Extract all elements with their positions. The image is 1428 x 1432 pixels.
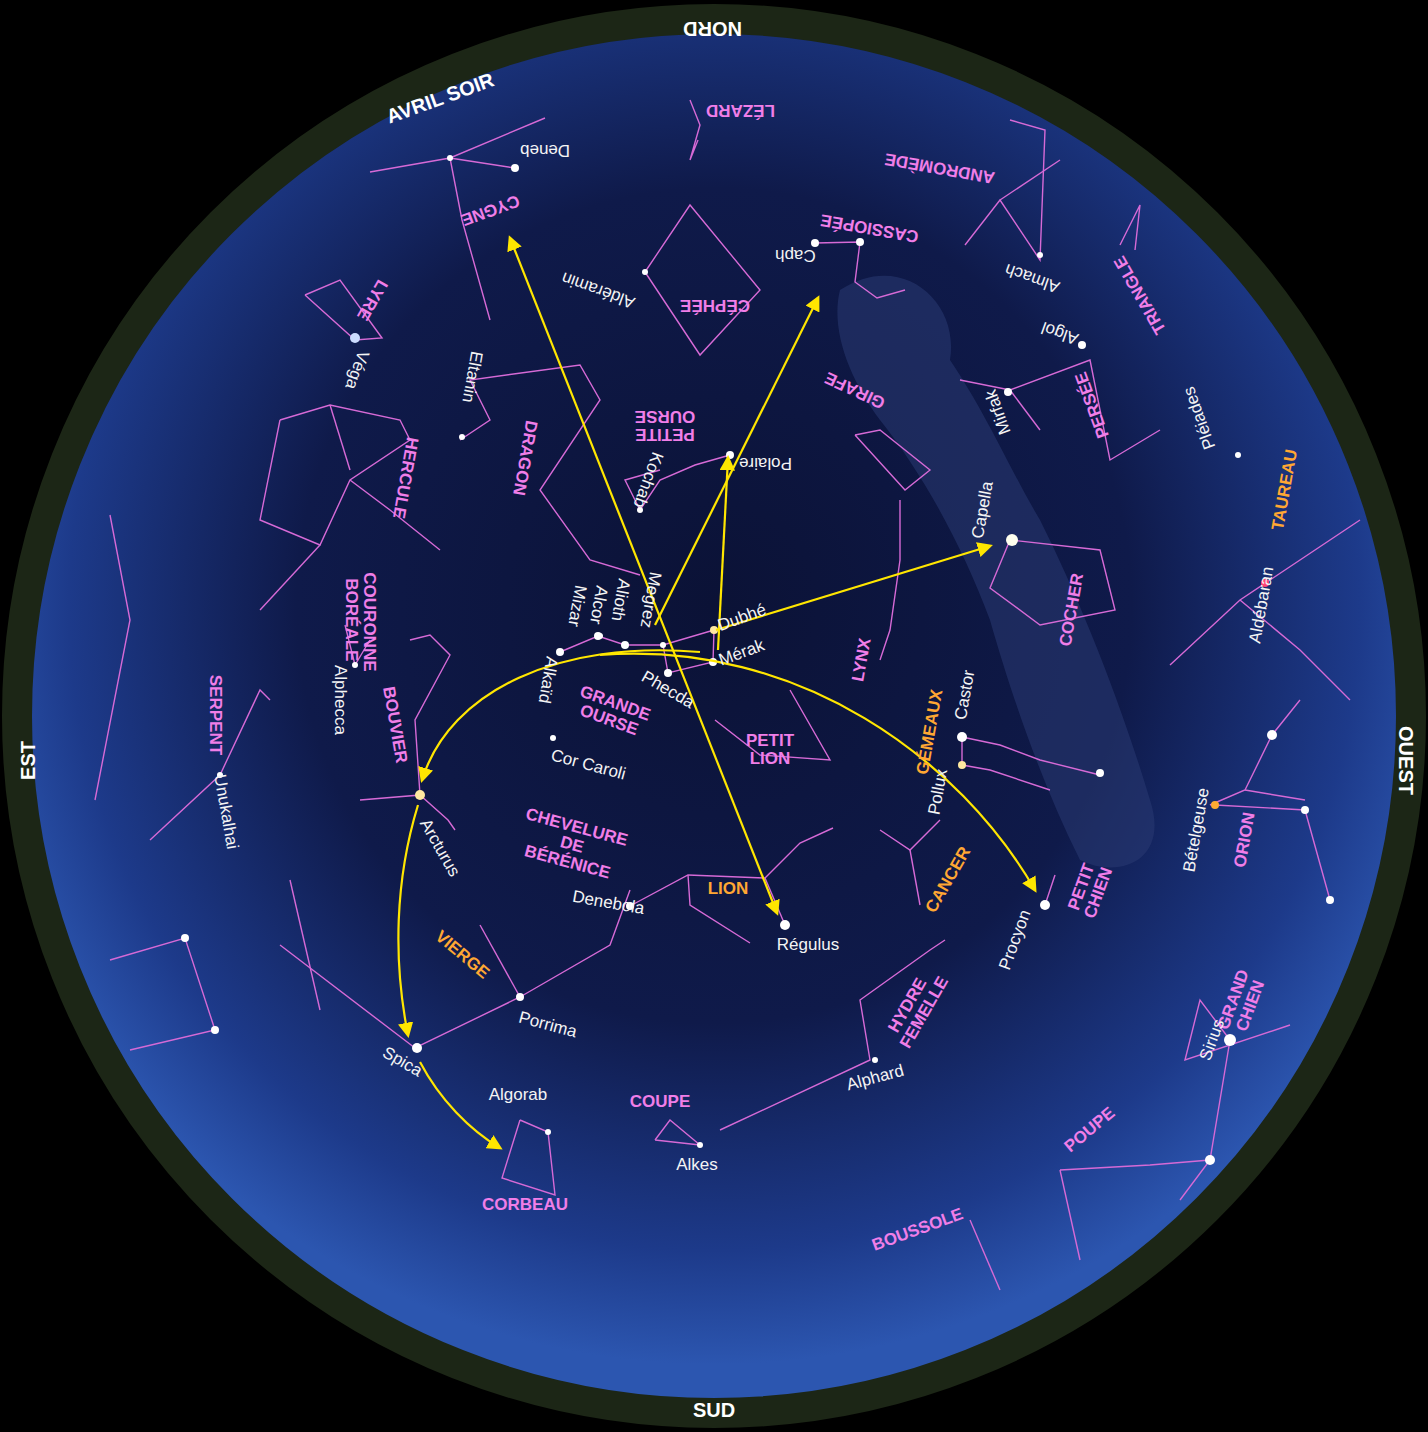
direction-label: SUD xyxy=(693,1400,735,1421)
star-name: Véga xyxy=(342,348,372,391)
star-name: Alcor xyxy=(586,584,610,625)
constellation-name: COURONNE BORÉALE xyxy=(342,573,378,668)
constellation-name: SERPENT xyxy=(206,675,224,755)
direction-label: EST xyxy=(18,741,39,780)
constellation-name: PETIT CHIEN xyxy=(1061,851,1118,929)
star-name: Mérak xyxy=(717,637,767,670)
pointer-arrows xyxy=(398,238,1035,1148)
constellation-name: DRAGON xyxy=(510,419,541,497)
constellation-name: GRANDE OURSE xyxy=(568,682,655,743)
star-name: Algorab xyxy=(489,1086,548,1104)
constellation-name: CYGNE xyxy=(459,191,522,228)
star-name: Régulus xyxy=(777,936,839,954)
constellation-name: COCHER xyxy=(1057,572,1087,648)
star-name: Castor xyxy=(952,669,978,721)
star-name: Alphecca xyxy=(331,665,349,735)
constellation-name: BOUSSOLE xyxy=(870,1205,966,1254)
star-name: Megrez xyxy=(636,571,663,630)
constellation-name: LION xyxy=(708,880,749,898)
constellation-name: TRIANGLE xyxy=(1111,253,1170,337)
constellation-name: POUPE xyxy=(1061,1104,1118,1156)
star-name: Cor Caroli xyxy=(549,746,628,783)
star-name: Alkaïd xyxy=(535,655,561,705)
horizon-ring xyxy=(17,19,1411,1413)
constellation-name: ANDROMÈDE xyxy=(884,150,997,187)
constellation-name: GÉMEAUX xyxy=(914,688,947,776)
star-name: Alioth xyxy=(608,578,633,623)
constellation-name: VIERGE xyxy=(432,928,493,983)
constellation-name: LYRE xyxy=(353,277,390,324)
stars xyxy=(181,155,1334,1165)
star-name: Spica xyxy=(379,1044,425,1081)
constellation-name: LYNX xyxy=(849,637,874,683)
star-name: Denebola xyxy=(571,888,646,918)
star-name: Capella xyxy=(969,480,997,540)
star-name: Bételgeuse xyxy=(1181,787,1213,874)
star-name: Polaire xyxy=(739,454,792,472)
constellation-name: COUPE xyxy=(630,1093,690,1111)
star-name: Aldébaran xyxy=(1246,565,1277,644)
direction-label: OUEST xyxy=(1395,726,1416,795)
star-name: Alkes xyxy=(676,1156,718,1174)
star-name: Dubhé xyxy=(715,601,768,635)
star-name: Aldéramin xyxy=(559,269,637,312)
star-name: Sirius xyxy=(1196,1017,1227,1063)
chart-title: AVRIL SOIR xyxy=(383,69,496,127)
constellation-name: PETIT LION xyxy=(740,732,800,768)
constellation-name: CORBEAU xyxy=(482,1196,568,1214)
star-name: Almach xyxy=(1002,260,1061,296)
constellation-name: HERCULE xyxy=(389,436,421,520)
constellation-name: CASSIOPÉE xyxy=(820,211,921,246)
star-name: Mizar xyxy=(565,584,590,628)
star-name: Unukalhai xyxy=(211,773,242,851)
constellation-name: ORION xyxy=(1231,811,1258,869)
constellation-lines xyxy=(95,100,1360,1290)
direction-label: NORD xyxy=(683,18,742,39)
star-name: Mirfak xyxy=(982,387,1015,437)
star-name: Procyon xyxy=(996,908,1034,973)
star-name: Caph xyxy=(775,246,816,264)
star-name: Arcturus xyxy=(416,816,463,880)
star-name: Pléiades xyxy=(1180,384,1219,451)
constellation-name: CÉPHÉE xyxy=(680,296,750,314)
constellation-name: TAUREAU xyxy=(1269,448,1301,532)
constellation-name: LÉZARD xyxy=(706,101,775,119)
milky-way xyxy=(837,276,1154,868)
star-name: Porrima xyxy=(517,1009,579,1042)
star-name: Deneb xyxy=(520,141,570,159)
constellation-name: GIRAFE xyxy=(822,368,888,411)
constellation-name: HYDRE FEMELLE xyxy=(881,969,949,1052)
constellation-name: CANCER xyxy=(922,844,974,916)
star-name: Eltanin xyxy=(459,350,486,404)
constellation-name: PETITE OURSE xyxy=(620,407,710,443)
star-name: Kochab xyxy=(630,450,666,510)
star-name: Algol xyxy=(1039,318,1081,348)
star-name: Alphard xyxy=(844,1062,905,1094)
constellation-name: BOUVIER xyxy=(379,685,410,764)
constellation-name: PERSÉE xyxy=(1072,370,1112,441)
constellation-name: CHEVELURE DE BÉRÉNICE xyxy=(512,805,632,885)
